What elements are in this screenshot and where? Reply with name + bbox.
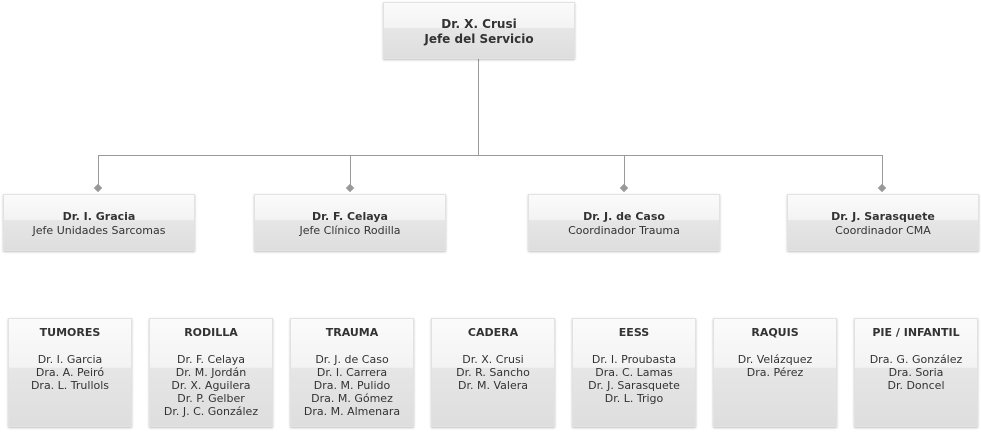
node-role: Coordinador Trauma <box>568 224 680 237</box>
unit-member: Dra. M. Pulido <box>313 379 391 392</box>
connector-diamond <box>877 183 887 193</box>
unit-member: Dr. J. Sarasquete <box>588 379 680 392</box>
unit-member: Dr. M. Jordán <box>175 366 247 379</box>
node-role: Jefe Clínico Rodilla <box>299 224 401 237</box>
connector-line <box>98 155 99 187</box>
unit-member: Dr. I. Proubasta <box>591 353 677 366</box>
unit-member: Dr. M. Valera <box>458 379 528 392</box>
connector-diamond <box>619 183 629 193</box>
unit-member: Dra. M. Gómez <box>311 392 393 405</box>
unit-member: Dra. M. Almenara <box>303 405 401 418</box>
manager-node: Dr. I. Gracia Jefe Unidades Sarcomas <box>3 194 195 251</box>
node-role: Jefe del Servicio <box>424 32 534 46</box>
unit-title: PIE / INFANTIL <box>872 326 960 339</box>
connector-diamond <box>345 183 355 193</box>
unit-member: Dra. C. Lamas <box>595 366 673 379</box>
head-node: Dr. X. Crusi Jefe del Servicio <box>383 2 575 59</box>
unit-title: TUMORES <box>39 326 101 339</box>
unit-member: Dr. X. Aguilera <box>171 379 251 392</box>
unit-member: Dr. I. Garcia <box>37 353 103 366</box>
connector-line <box>624 155 625 187</box>
unit-member: Dr. J. C. González <box>163 405 259 418</box>
unit-title: RODILLA <box>184 326 238 339</box>
connector-line <box>478 59 479 155</box>
node-name: Dr. J. de Caso <box>583 210 665 223</box>
unit-title: EESS <box>618 326 650 339</box>
node-name: Dr. I. Gracia <box>62 210 136 223</box>
node-name: Dr. X. Crusi <box>441 17 517 31</box>
manager-node: Dr. J. de Caso Coordinador Trauma <box>528 194 720 251</box>
connector-line <box>882 155 883 187</box>
unit-member: Dr. F. Celaya <box>176 353 246 366</box>
unit-member: Dr. Velázquez <box>737 353 813 366</box>
connector-diamond <box>93 183 103 193</box>
connector-line <box>350 155 351 187</box>
unit-member: Dr. Doncel <box>887 379 945 392</box>
unit-member: Dr. P. Gelber <box>177 392 245 405</box>
unit-member: Dra. Pérez <box>746 366 804 379</box>
node-role: Jefe Unidades Sarcomas <box>32 224 166 237</box>
unit-member: Dr. R. Sancho <box>456 366 530 379</box>
node-name: Dr. F. Celaya <box>312 210 388 223</box>
node-name: Dr. J. Sarasquete <box>831 210 935 223</box>
unit-member: Dr. L. Trigo <box>604 392 664 405</box>
node-role: Coordinador CMA <box>835 224 931 237</box>
unit-member: Dr. I. Carrera <box>316 366 388 379</box>
unit-member: Dra. G. González <box>869 353 963 366</box>
unit-member: Dr. J. de Caso <box>315 353 389 366</box>
manager-node: Dr. J. Sarasquete Coordinador CMA <box>787 194 979 251</box>
unit-title: CADERA <box>467 326 519 339</box>
unit-member: Dra. Soria <box>888 366 944 379</box>
manager-node: Dr. F. Celaya Jefe Clínico Rodilla <box>254 194 446 251</box>
unit-member: Dr. X. Crusi <box>462 353 524 366</box>
unit-title: RAQUIS <box>751 326 799 339</box>
unit-title: TRAUMA <box>325 326 379 339</box>
unit-member: Dra. L. Trullols <box>30 379 110 392</box>
connector-line <box>98 155 883 156</box>
unit-member: Dra. A. Peiró <box>35 366 105 379</box>
